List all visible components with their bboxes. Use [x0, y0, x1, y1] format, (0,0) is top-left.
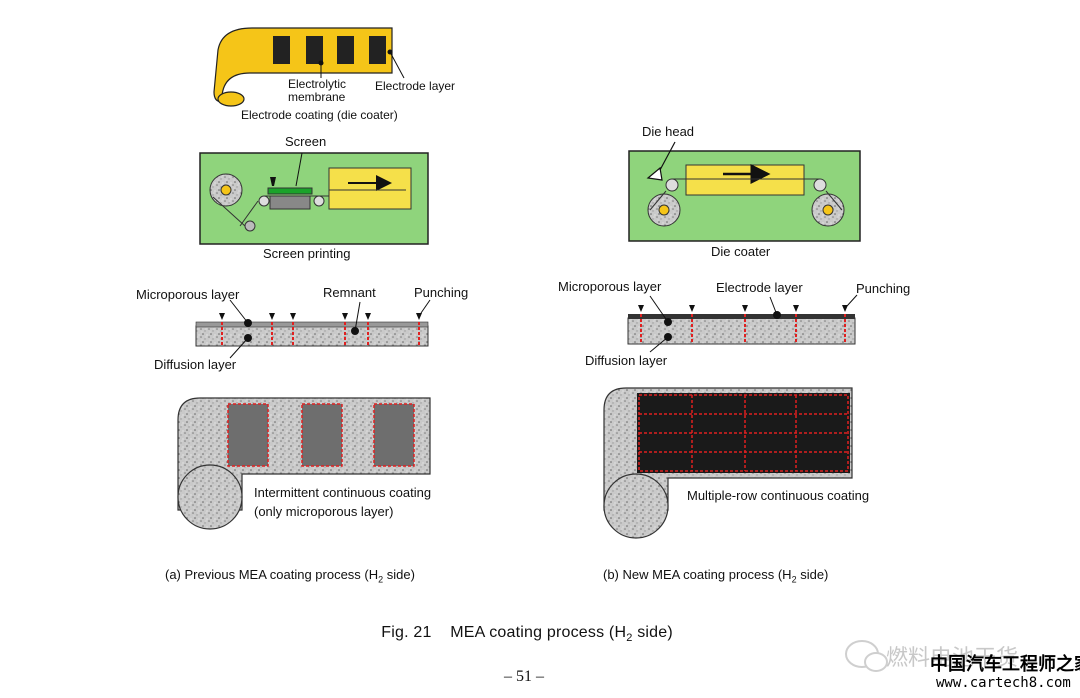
diffusion-right-label: Diffusion layer — [585, 353, 668, 368]
electrode-patch-1 — [273, 36, 290, 64]
multirow-label: Multiple-row continuous coating — [687, 488, 870, 503]
figure-title: Fig. 21 MEA coating process (H2 side) — [381, 624, 673, 645]
screen-printing-machine — [199, 152, 429, 245]
intermittent-label-2: (only microporous layer) — [254, 504, 394, 519]
microporous-right-label: Microporous layer — [558, 279, 662, 294]
electrode-coating-label: Electrode coating (die coater) — [241, 108, 398, 122]
die-coater-label: Die coater — [711, 244, 771, 259]
die-coater-machine — [628, 141, 861, 242]
watermark-url: www.cartech8.com — [936, 675, 1071, 691]
die-head-label: Die head — [642, 124, 695, 139]
screen-printing-label: Screen printing — [263, 246, 351, 261]
electrode-patch-2 — [306, 36, 323, 64]
watermark-brand: 中国汽车工程师之家 — [930, 654, 1080, 675]
watermark-title: 燃料电池干货 — [886, 645, 1019, 670]
left-layer-strip — [195, 299, 431, 359]
diffusion-left-label: Diffusion layer — [154, 357, 237, 372]
electrode-coating-roll — [213, 27, 405, 107]
multirow-coating-roll — [603, 387, 853, 539]
punching-right-label: Punching — [856, 281, 911, 296]
caption-a: (a) Previous MEA coating process (H2 sid… — [165, 567, 415, 585]
caption-b: (b) New MEA coating process (H2 side) — [603, 567, 829, 585]
electrode-layer-right-label: Electrode layer — [716, 280, 803, 295]
electrode-patch-3 — [337, 36, 354, 64]
page-number: – 51 – — [504, 668, 544, 685]
electrolytic-membrane-label: Electrolytic membrane — [288, 77, 347, 104]
intermittent-coating-roll — [177, 397, 431, 530]
right-layer-strip — [627, 294, 858, 353]
remnant-label: Remnant — [323, 285, 376, 300]
microporous-left-label: Microporous layer — [136, 287, 240, 302]
wechat-icon — [845, 640, 888, 672]
electrode-patch-4 — [369, 36, 386, 64]
screen-label: Screen — [285, 134, 327, 149]
punching-left-label: Punching — [414, 285, 469, 300]
intermittent-label-1: Intermittent continuous coating — [254, 485, 432, 500]
electrode-layer-top-label: Electrode layer — [375, 79, 456, 93]
